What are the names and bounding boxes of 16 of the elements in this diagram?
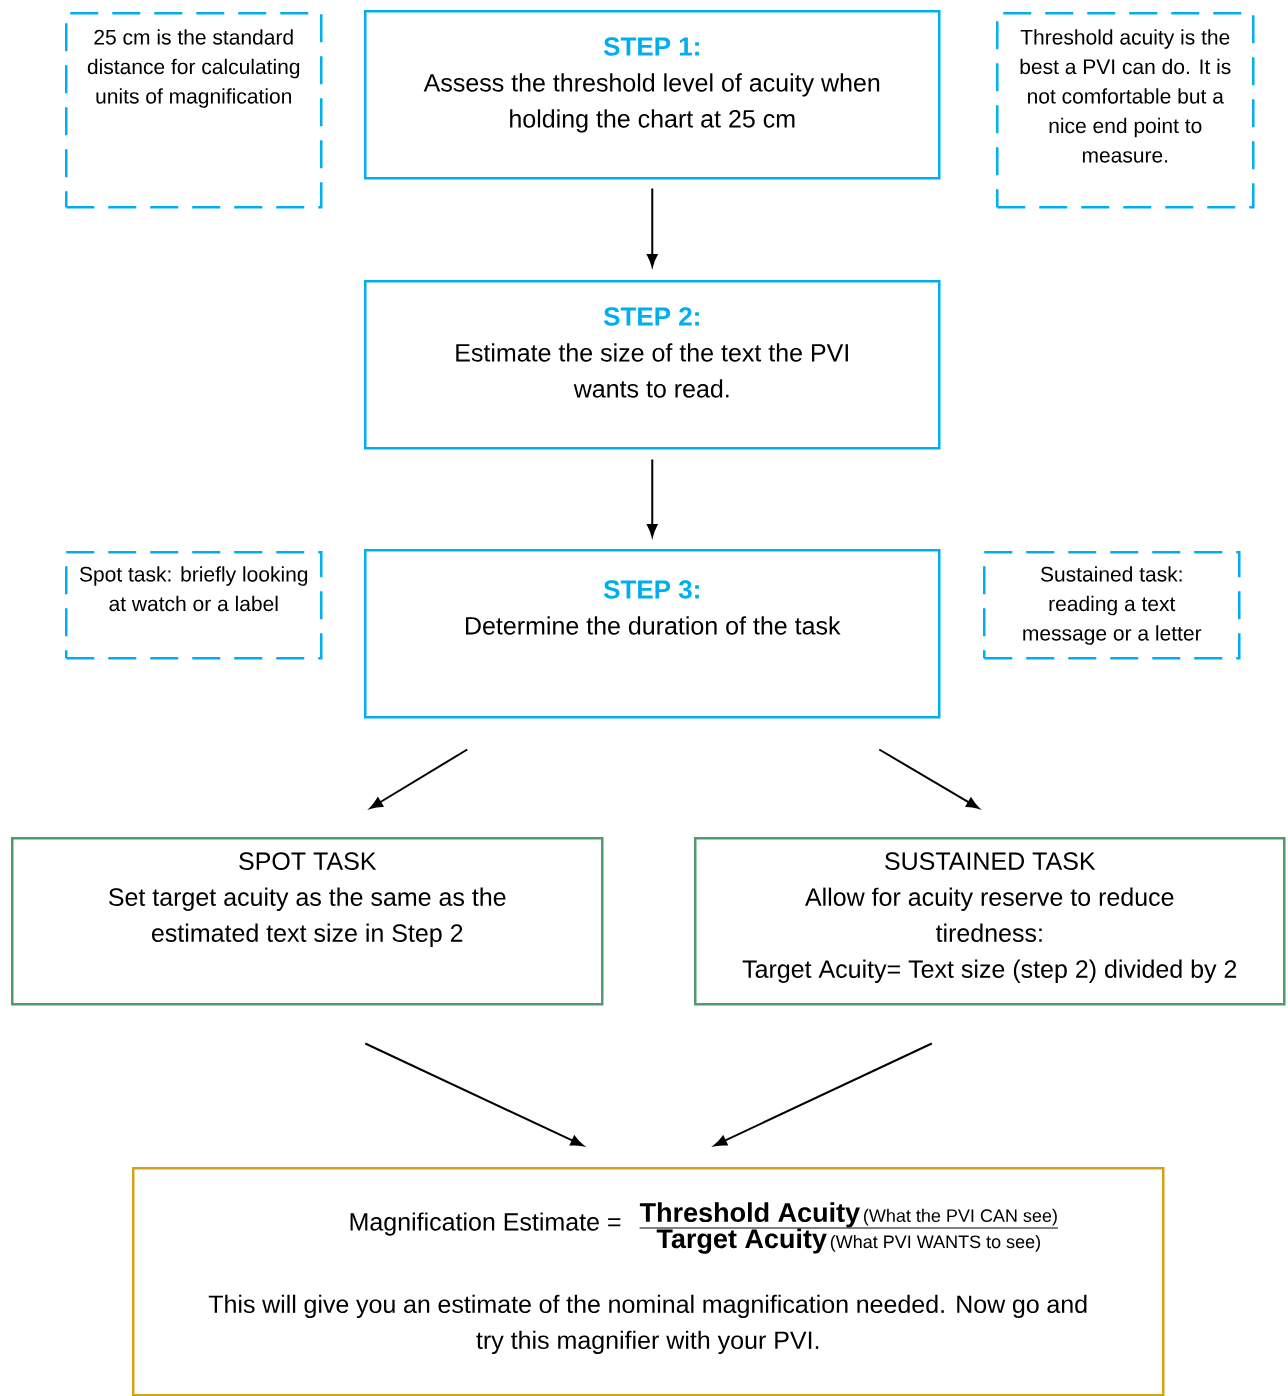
step-box: STEP 1: Assess the threshold level of acuity when holding the chart at 25 cm [364,10,941,180]
result-box: Magnification Estimate = Threshold Acuity(What the PVI CAN see) Target Acuity(What PVI WANTS to see) This will give you an estimate of the nominal magnification needed. Now go and try this magnifier with your PVI. [132,1167,1165,1396]
arrow [364,1042,584,1147]
task-box: SPOT TASK Set target acuity as the same as the estimated text size in Step 2 [11,837,604,1006]
note-box: 25 cm is the standard distance for calculating units of magnification [65,12,323,209]
task-box: SUSTAINED TASK Allow for acuity reserve to reduce tiredness: Target Acuity= Text size (step 2) divided by 2 [694,837,1286,1006]
step-box: STEP 2: Estimate the size of the text the PVI wants to read. [364,280,941,450]
note-box: Sustained task: reading a text message or a letter [983,551,1241,660]
arrow [369,748,469,809]
step-box: STEP 3: Determine the duration of the task [364,549,941,719]
arrow [647,187,658,267]
arrow [647,458,658,537]
arrow [878,748,980,809]
arrow [714,1042,933,1147]
note-box: Spot task: briefly looking at watch or a label [65,551,323,660]
note-box: Threshold acuity is the best a PVI can do. It is not comfortable but a nice end point to measure. [996,12,1255,209]
